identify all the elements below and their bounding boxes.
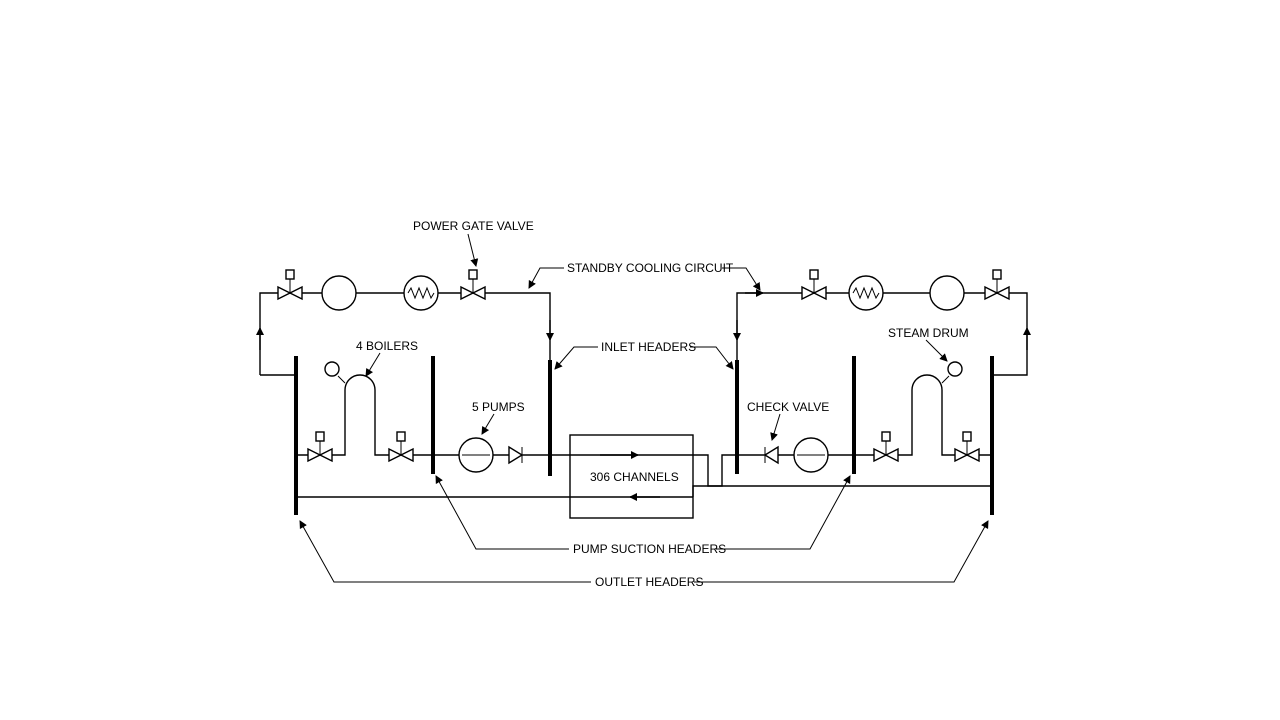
right-standby-gate-valve-icon [984, 269, 1010, 300]
right-standby-heat-exchanger-icon [848, 275, 884, 311]
right-return-pipe [692, 485, 992, 497]
left-boiler-outlet-valve-icon [388, 431, 414, 462]
right-steam-drum-icon [947, 361, 963, 377]
left-steam-drum-link [337, 375, 346, 384]
left-loop [256, 269, 570, 515]
label-outlet-headers: OUTLET HEADERS [595, 575, 703, 589]
label-channels: 306 CHANNELS [590, 470, 679, 484]
right-boiler-outlet-valve-icon [954, 431, 980, 462]
reactor-core [550, 434, 992, 519]
label-power-gate-valve: POWER GATE VALVE [413, 219, 534, 233]
label-check-valve: CHECK VALVE [747, 400, 829, 414]
label-four-boilers: 4 BOILERS [356, 339, 418, 353]
label-steam-drum: STEAM DRUM [888, 326, 969, 340]
left-boiler-inlet-valve-icon [307, 431, 333, 462]
right-power-gate-valve-icon [801, 269, 827, 300]
right-boiler-pipe [854, 374, 992, 456]
right-boiler-inlet-valve-icon [873, 431, 899, 462]
label-five-pumps: 5 PUMPS [472, 400, 525, 414]
channels-box [569, 434, 694, 519]
label-standby-cooling-circuit: STANDBY COOLING CIRCUIT [567, 261, 734, 275]
leader-lines [299, 233, 989, 583]
label-inlet-headers: INLET HEADERS [601, 340, 696, 354]
left-boiler-pipe [296, 374, 433, 456]
left-power-gate-valve-icon [460, 269, 486, 300]
right-check-valve-icon [763, 445, 779, 465]
label-pump-suction-headers: PUMP SUCTION HEADERS [573, 542, 726, 556]
left-standby-pump-icon [321, 275, 357, 311]
left-check-valve-icon [508, 445, 524, 465]
left-standby-heat-exchanger-icon [403, 275, 439, 311]
right-steam-drum-link [941, 375, 950, 384]
right-standby-pump-icon [929, 275, 965, 311]
left-steam-drum-icon [324, 361, 340, 377]
right-standby-pipe [736, 292, 1028, 376]
right-loop [733, 269, 1031, 515]
left-standby-pipe [259, 292, 551, 375]
left-standby-gate-valve-icon [277, 269, 303, 300]
